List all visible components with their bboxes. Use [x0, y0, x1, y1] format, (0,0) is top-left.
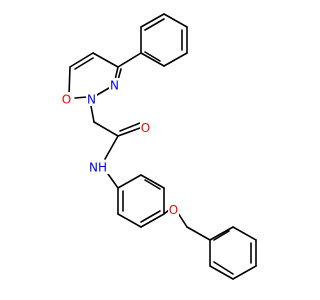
- bond-ch2-carbonyl: [93, 121, 119, 137]
- bond-c5-c4-double: [74, 57, 94, 70]
- bond-carbonyl-n: [104, 135, 119, 160]
- ring-nitrogen-2-label: N: [110, 79, 119, 93]
- phenyl1-bond-5: [163, 52, 188, 67]
- ether-oxygen-label: O: [169, 203, 178, 217]
- amide-oxygen-bg: [140, 121, 151, 135]
- bond-c5-c4: [69, 52, 94, 68]
- amide-nh-label: NH: [89, 161, 107, 175]
- bond-c6-c5: [68, 66, 71, 96]
- phenyl1-bond-6: [140, 52, 165, 67]
- phenyl2-bond-4: [140, 213, 165, 228]
- phenyl2-bond-5: [117, 213, 142, 228]
- labels-layer: O N N O NH O: [61, 78, 179, 217]
- amide-nh-bg: [87, 160, 109, 174]
- bond-n2-n1: [96, 87, 110, 96]
- amide-oxygen-label: O: [141, 121, 150, 135]
- pyridazinone-oxygen-label: O: [62, 93, 71, 107]
- phenyl3-bond-2-double: [213, 261, 234, 275]
- phenyl1-bond-6-double: [144, 51, 161, 62]
- phenyl3-bond-2: [209, 265, 234, 280]
- phenyl3-bond-6: [209, 226, 234, 241]
- ring-nitrogen-1-label: N: [87, 93, 96, 107]
- phenyl2-bond-4-double: [140, 210, 161, 223]
- phenyl2-bond-2-double: [144, 179, 161, 190]
- ring-nitrogen-2-bg: [109, 78, 120, 92]
- bond-nh-aryl: [107, 173, 119, 189]
- bond-c3-phenyl: [117, 52, 142, 68]
- phenyl1-bond-3: [163, 13, 188, 28]
- phenyl1-bond-2: [140, 13, 165, 28]
- phenyl2-bond-1: [117, 174, 142, 189]
- bond-carbonyl-o-double: [119, 122, 141, 132]
- pyridazinone-oxygen-bg: [61, 92, 72, 106]
- bond-o-ch2: [177, 212, 188, 228]
- phenyl3-bond-3: [232, 265, 257, 280]
- phenyl3-bond-5: [232, 226, 257, 241]
- bond-n1-ch2: [90, 105, 95, 123]
- bond-n1-c6: [74, 96, 88, 99]
- molecule-structure: O N N O NH O: [61, 13, 257, 280]
- bond-ch2-benzyl: [186, 226, 211, 241]
- bond-carbonyl-o: [117, 127, 141, 137]
- bonds-layer: [65, 13, 257, 280]
- bond-c3-n2: [114, 66, 119, 81]
- ring-nitrogen-1-bg: [86, 92, 97, 106]
- ether-oxygen-bg: [168, 203, 179, 217]
- bond-c4-c3: [92, 52, 119, 68]
- phenyl3-bond-6-double: [213, 230, 230, 241]
- phenyl2-bond-2: [140, 174, 165, 189]
- phenyl1-bond-2-double: [144, 18, 165, 31]
